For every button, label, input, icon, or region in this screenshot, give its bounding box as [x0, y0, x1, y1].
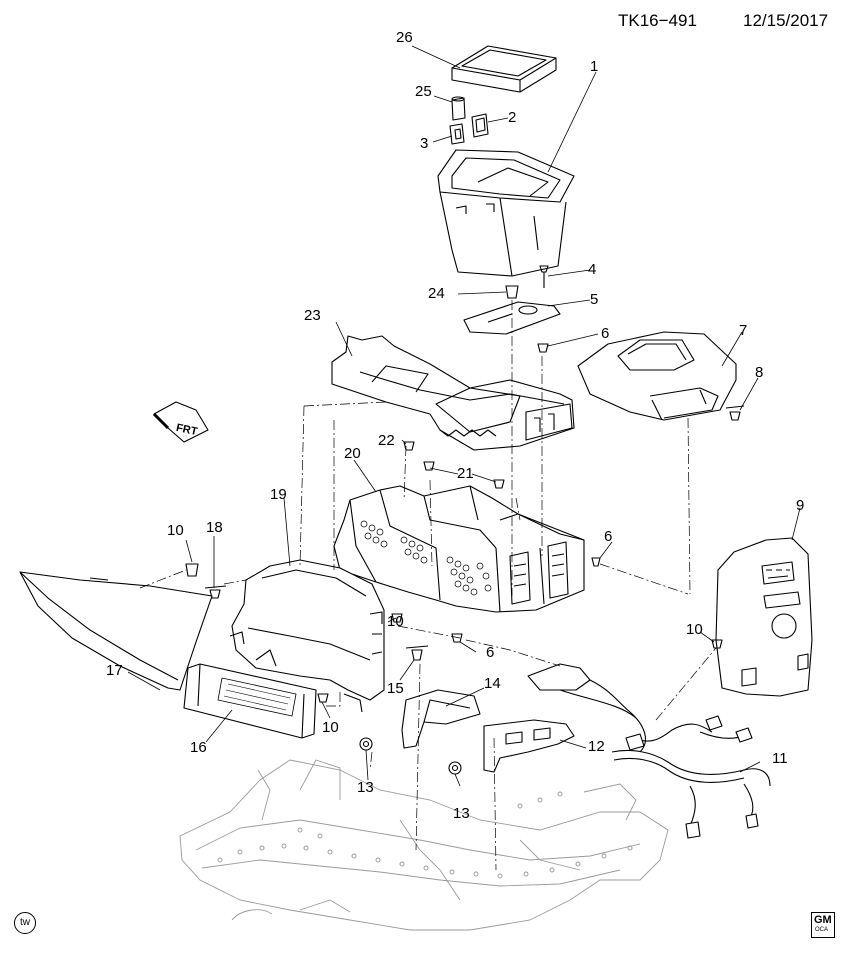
alignment-lines	[139, 300, 717, 871]
callout-6-right: 6	[604, 528, 613, 545]
callout-3: 3	[420, 135, 429, 152]
callout-6-lower: 6	[486, 644, 495, 661]
part-24-clip	[505, 285, 519, 299]
gm-logo: GM OCA	[811, 912, 835, 938]
callout-10-right: 10	[686, 621, 703, 638]
part-9-rear-panel	[715, 537, 813, 697]
callout-16: 16	[190, 739, 207, 756]
callout-23: 23	[304, 307, 321, 324]
part-22-screw	[403, 441, 415, 451]
floor-pan-ghost	[179, 759, 669, 931]
callout-10-lower: 10	[322, 719, 339, 736]
callout-4: 4	[588, 261, 597, 278]
callout-17: 17	[106, 662, 123, 679]
drawing-date: 12/15/2017	[743, 11, 829, 30]
tw-mark: tw	[14, 912, 36, 934]
callout-5: 5	[590, 291, 599, 308]
callout-7: 7	[739, 322, 748, 339]
part-17-side-trim	[19, 571, 213, 691]
part-6-fastener-right	[591, 557, 601, 567]
part-7-armrest-lid	[577, 331, 737, 421]
callout-19: 19	[270, 486, 287, 503]
part-26-lid	[451, 45, 557, 93]
part-21-screw-a	[423, 461, 435, 471]
part-23-upper-frame	[331, 335, 575, 451]
drawing-code: TK16−491	[618, 11, 697, 30]
part-8-screw	[725, 405, 745, 421]
callout-18: 18	[206, 519, 223, 536]
callout-25: 25	[415, 83, 432, 100]
callout-20: 20	[344, 445, 361, 462]
callout-10-left: 10	[167, 522, 184, 539]
part-16-lower-trim	[183, 663, 317, 739]
part-20-lower-bracket	[333, 485, 585, 613]
callout-2: 2	[508, 109, 517, 126]
part-13-grommet-a	[359, 737, 373, 751]
wiring-harness-upper	[527, 663, 646, 753]
callout-10-center: 10	[387, 613, 404, 630]
callout-13-right: 13	[453, 805, 470, 822]
part-10-nut-right	[711, 639, 723, 649]
callout-9: 9	[796, 497, 805, 514]
part-2-module	[471, 113, 489, 138]
callout-13-left: 13	[357, 779, 374, 796]
callout-12: 12	[588, 738, 605, 755]
leader-lines	[127, 45, 801, 787]
callout-22: 22	[378, 432, 395, 449]
part-19-front-panel	[229, 559, 385, 713]
gm-logo-text: GM	[814, 914, 832, 926]
callout-11: 11	[772, 750, 788, 767]
part-11-wiring-harness	[611, 715, 771, 839]
part-3-socket	[449, 123, 465, 145]
callout-21: 21	[457, 465, 474, 482]
callout-26: 26	[396, 29, 413, 46]
callout-8: 8	[755, 364, 764, 381]
part-21-screw-b	[493, 479, 505, 489]
part-10-nut-left	[185, 563, 199, 577]
part-1-storage-bin	[437, 149, 575, 277]
callout-15: 15	[387, 680, 404, 697]
part-6-fastener	[537, 343, 549, 353]
part-10-nut-lower	[317, 693, 329, 703]
part-18-screw	[204, 585, 227, 599]
part-15-screw	[405, 645, 429, 661]
part-25-plug	[451, 96, 466, 121]
callout-14: 14	[484, 675, 501, 692]
callout-24: 24	[428, 285, 445, 302]
callout-1: 1	[590, 58, 599, 75]
part-12-bracket	[483, 719, 575, 773]
part-13-grommet-b	[448, 761, 462, 775]
part-14-bracket	[401, 689, 481, 749]
part-6-fastener-lower	[451, 633, 463, 643]
gm-logo-subtext: OCA	[815, 927, 829, 933]
callout-6-upper: 6	[601, 325, 610, 342]
part-4-screw	[539, 265, 549, 288]
